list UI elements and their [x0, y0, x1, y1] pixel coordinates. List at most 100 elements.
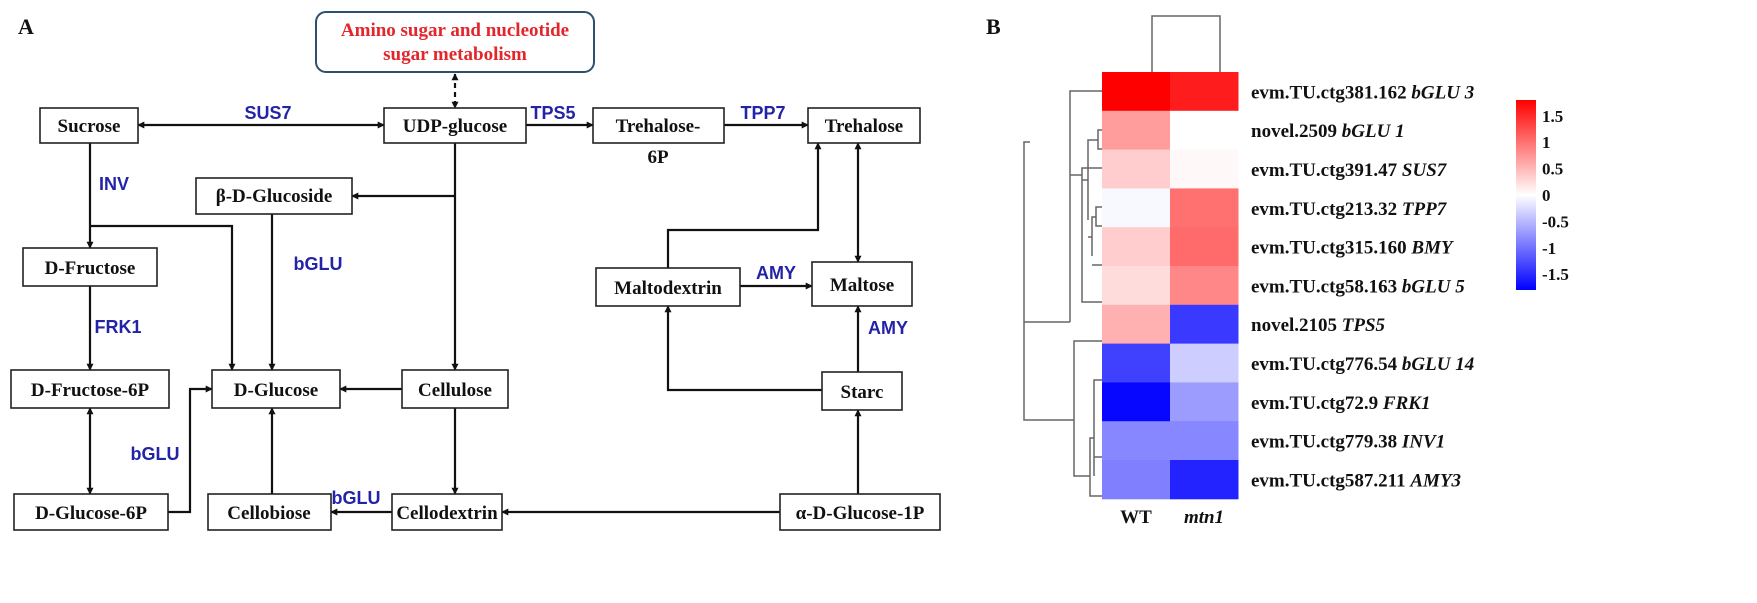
heatmap-row-label: novel.2509 bGLU 1 [1251, 121, 1405, 142]
node-maltose-label: Maltose [830, 275, 894, 296]
heatmap-cell [1102, 382, 1171, 422]
heatmap-column-labels: WT mtn1 [1120, 507, 1224, 528]
heatmap-cell [1170, 304, 1239, 345]
pathway-nodes: Sucrose UDP-glucose Trehalose- 6P Trehal… [10, 107, 941, 531]
node-d-glucose-label: D-Glucose [234, 380, 318, 401]
node-alpha-d-glucose-1p-label: α-D-Glucose-1P [796, 503, 925, 524]
node-cellodextrin: Cellodextrin [391, 493, 503, 531]
color-legend-tick: 1.5 [1542, 107, 1563, 126]
node-cellobiose: Cellobiose [207, 493, 332, 531]
enzyme-amy-starch: AMY [868, 318, 908, 338]
heatmap-row-label: evm.TU.ctg381.162 bGLU 3 [1251, 82, 1474, 103]
amino-sugar-metabolism-box: Amino sugar and nucleotide sugar metabol… [315, 11, 595, 73]
color-legend-tick: -1 [1542, 239, 1556, 258]
enzyme-bglu-glucose6p: bGLU [131, 444, 180, 464]
heatmap-row-label: evm.TU.ctg315.160 BMY [1251, 238, 1455, 259]
node-udp-glucose: UDP-glucose [383, 107, 527, 144]
heatmap-cell [1102, 421, 1171, 461]
color-legend-tick: 0 [1542, 186, 1551, 205]
heatmap-row-label: evm.TU.ctg587.211 AMY3 [1251, 470, 1461, 491]
node-alpha-d-glucose-1p: α-D-Glucose-1P [779, 493, 941, 531]
enzyme-inv: INV [99, 174, 129, 194]
node-starc-label: Starc [841, 382, 884, 403]
node-d-glucose-6p-label: D-Glucose-6P [35, 503, 147, 524]
heatmap-cell [1102, 266, 1171, 306]
heatmap-row-label: evm.TU.ctg58.163 bGLU 5 [1251, 276, 1465, 297]
panel-a-pathway: A Amino sugar and nucleotide sugar metab… [10, 11, 941, 531]
node-maltodextrin-label: Maltodextrin [614, 278, 722, 299]
node-starc: Starc [821, 371, 903, 411]
edge-glucose6p-glucose [168, 385, 213, 514]
enzyme-bglu-cellodextrin: bGLU [332, 488, 381, 508]
node-beta-d-glucoside: β-D-Glucoside [195, 177, 353, 215]
node-cellodextrin-label: Cellodextrin [396, 503, 498, 524]
enzyme-tps5: TPS5 [530, 103, 575, 123]
heatmap-cell [1170, 382, 1239, 422]
enzyme-amy-maltodextrin: AMY [756, 263, 796, 283]
node-maltodextrin: Maltodextrin [595, 267, 741, 307]
edge-starc-maltodextrin [664, 305, 822, 392]
heatmap-row-labels: evm.TU.ctg381.162 bGLU 3 novel.2509 bGLU … [1251, 82, 1474, 491]
enzyme-sus7: SUS7 [244, 103, 291, 123]
node-trehalose: Trehalose [807, 107, 921, 144]
column-dendrogram [1151, 15, 1221, 73]
heatmap-cell [1102, 72, 1171, 112]
heatmap-cell [1170, 343, 1239, 383]
heatmap-row-label: evm.TU.ctg391.47 SUS7 [1251, 160, 1448, 181]
heatmap-cell [1170, 149, 1239, 189]
heatmap-cell [1170, 72, 1239, 112]
node-d-glucose-6p: D-Glucose-6P [13, 493, 169, 531]
node-d-fructose-6p-label: D-Fructose-6P [31, 380, 150, 401]
amino-sugar-line-1: Amino sugar and nucleotide [341, 20, 569, 41]
heatmap-cell [1170, 266, 1239, 306]
row-dendrogram [1023, 90, 1102, 497]
heatmap-row-label: evm.TU.ctg776.54 bGLU 14 [1251, 354, 1474, 375]
color-legend-bar [1516, 100, 1536, 290]
enzyme-tpp7: TPP7 [740, 103, 785, 123]
heatmap-cell [1170, 421, 1239, 461]
color-legend-tick: 0.5 [1542, 160, 1563, 179]
node-trehalose-6p-label-1: Trehalose- [616, 116, 701, 137]
node-d-fructose: D-Fructose [22, 247, 158, 287]
node-cellobiose-label: Cellobiose [227, 503, 310, 524]
color-legend-tick: -1.5 [1542, 265, 1569, 284]
edge-sucrose-glucose [90, 224, 236, 371]
node-trehalose-label: Trehalose [825, 116, 903, 137]
node-d-fructose-6p: D-Fructose-6P [10, 369, 170, 409]
heatmap-cell [1102, 227, 1171, 267]
node-d-glucose: D-Glucose [211, 369, 341, 409]
panel-b-label: B [986, 14, 1001, 39]
heatmap-row-label: evm.TU.ctg779.38 INV1 [1251, 432, 1445, 453]
color-legend-ticks: 1.5 1 0.5 0 -0.5 -1 -1.5 [1542, 107, 1569, 284]
heatmap-cell [1102, 188, 1171, 228]
heatmap-cell [1102, 110, 1171, 151]
heatmap-cell [1170, 227, 1239, 267]
node-cellulose: Cellulose [401, 369, 509, 409]
node-beta-d-glucoside-label: β-D-Glucoside [216, 186, 333, 207]
heatmap-cells [1102, 72, 1239, 500]
heatmap-column-label: mtn1 [1184, 507, 1224, 528]
heatmap-cell [1102, 304, 1171, 345]
heatmap-cell [1102, 460, 1171, 500]
heatmap-column-label: WT [1120, 507, 1152, 528]
panel-a-label: A [18, 14, 34, 39]
node-sucrose-label: Sucrose [58, 116, 121, 137]
color-legend-tick: -0.5 [1542, 212, 1569, 231]
enzyme-labels: SUS7 TPS5 TPP7 INV AMY bGLU FRK1 AMY bGL… [94, 103, 908, 508]
heatmap-cell [1170, 188, 1239, 228]
node-sucrose: Sucrose [39, 107, 139, 144]
heatmap-row-label: evm.TU.ctg213.32 TPP7 [1251, 199, 1448, 220]
heatmap-cell [1170, 460, 1239, 500]
edge-maltodextrin-trehalose [666, 142, 822, 268]
node-trehalose-6p: Trehalose- 6P [592, 107, 725, 168]
heatmap-cell [1102, 343, 1171, 383]
node-maltose: Maltose [811, 261, 913, 307]
panel-b-heatmap: B evm.TU.ctg381.162 bGLU 3 novel.2509 bGL… [986, 14, 1569, 528]
enzyme-frk1: FRK1 [94, 317, 141, 337]
color-legend-tick: 1 [1542, 133, 1551, 152]
enzyme-bglu-glucoside: bGLU [294, 254, 343, 274]
node-trehalose-6p-label-2: 6P [647, 147, 669, 168]
heatmap-row-label: novel.2105 TPS5 [1251, 315, 1386, 336]
node-cellulose-label: Cellulose [418, 380, 492, 401]
